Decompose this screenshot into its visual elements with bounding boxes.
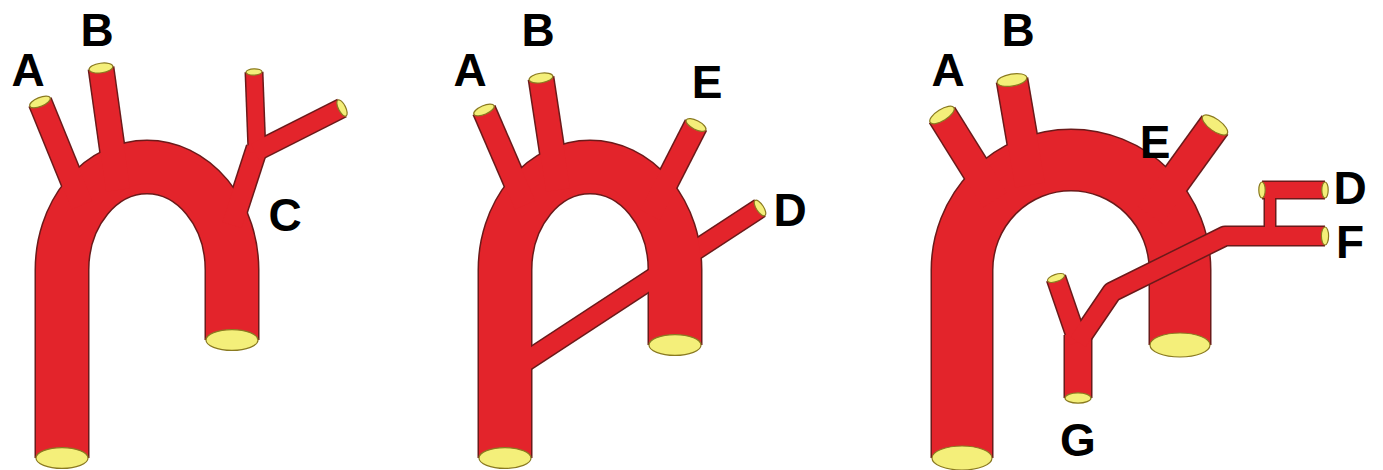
vessel: [101, 68, 118, 190]
vessel-opening: [649, 335, 701, 356]
vessel: [1078, 236, 1325, 342]
vessel-label: E: [692, 59, 723, 105]
vessel-group: [472, 71, 768, 468]
vessel-label: B: [521, 7, 554, 53]
vessel-outline: [541, 78, 558, 190]
vessel-opening: [1322, 182, 1328, 198]
vessel-outline: [255, 108, 342, 152]
vessel-opening: [1150, 333, 1210, 357]
vessel-label: C: [268, 192, 301, 238]
vessel-label: B: [80, 7, 113, 53]
vessel: [232, 148, 257, 225]
vessel-label: G: [1060, 417, 1096, 463]
vessel-group: [28, 62, 349, 469]
vessel-opening: [28, 94, 52, 110]
vessel: [650, 125, 696, 215]
vessel-outline: [1264, 192, 1277, 236]
vessel-outline: [1012, 80, 1030, 185]
vessel-opening: [996, 72, 1028, 89]
vessel: [541, 78, 558, 190]
vessel-label: A: [931, 47, 964, 93]
vessel-label: A: [453, 47, 486, 93]
vessel: [1265, 192, 1275, 236]
vessel-opening: [528, 71, 553, 84]
vessel: [942, 115, 995, 200]
vessel: [484, 110, 525, 205]
vessel: [1012, 80, 1030, 185]
vessel-label: A: [11, 47, 44, 93]
vessel: [254, 72, 257, 152]
vessel-outline: [1262, 181, 1325, 200]
vessel-opening: [88, 62, 113, 75]
vessel: [1262, 182, 1325, 198]
vessel-outline: [1078, 236, 1325, 342]
vessel-opening: [932, 446, 992, 470]
vessel: [255, 108, 342, 152]
vessel-opening: [1046, 272, 1065, 285]
vessel: [505, 208, 760, 375]
vessel-opening: [1321, 227, 1328, 245]
vessel-label: D: [773, 187, 806, 233]
vessel: [62, 167, 232, 458]
vessel-opening: [36, 448, 88, 469]
vessel-opening: [1259, 182, 1265, 198]
vessel-opening: [479, 448, 531, 469]
vessel-label: E: [1140, 119, 1171, 165]
vessel-opening: [335, 98, 350, 117]
vessel-label: B: [1001, 7, 1034, 53]
vessel-opening: [1065, 393, 1091, 403]
vessel-group: [927, 72, 1231, 470]
vessel-opening: [684, 116, 708, 134]
vessel-opening: [206, 330, 258, 351]
vessel-label: D: [1333, 165, 1366, 211]
vessel-outline: [1064, 335, 1093, 398]
vessel-outline: [101, 68, 118, 190]
vessel-outline: [62, 167, 232, 458]
vessel: [40, 102, 82, 205]
vessel-opening: [246, 69, 262, 76]
vessel-opening: [1199, 111, 1230, 138]
vessel-label: F: [1336, 219, 1364, 265]
vessel-opening: [752, 198, 768, 217]
vessel-opening: [472, 102, 496, 119]
vessel-outline: [254, 72, 257, 152]
vessel-opening: [927, 103, 957, 127]
vessel-outline: [505, 208, 760, 375]
vessel-group: [1046, 182, 1328, 403]
vessel-outline: [232, 148, 257, 225]
